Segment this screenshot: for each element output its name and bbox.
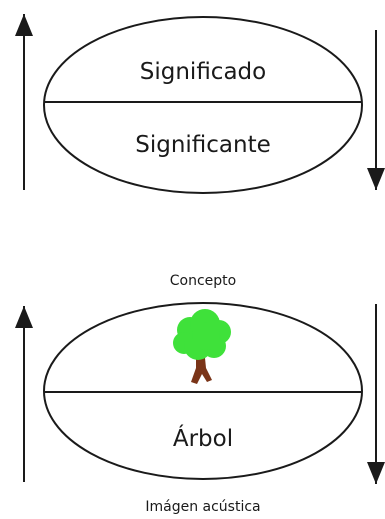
bottom-down-arrowhead — [367, 462, 385, 484]
significante-label: Significante — [135, 132, 271, 158]
tree-foliage — [173, 309, 231, 360]
top-up-arrowhead — [15, 14, 33, 36]
bottom-up-arrowhead — [15, 306, 33, 328]
top-sign-group: Significado Significante — [15, 14, 385, 194]
top-down-arrowhead — [367, 168, 385, 190]
tree-icon — [173, 309, 231, 384]
concepto-caption: Concepto — [170, 273, 236, 289]
imagen-acustica-caption: Imágen acústica — [145, 499, 260, 515]
bottom-sign-group: Árbol — [15, 302, 385, 484]
significado-label: Significado — [140, 59, 266, 85]
top-sign-ellipse — [43, 16, 363, 194]
arbol-label: Árbol — [173, 424, 233, 452]
